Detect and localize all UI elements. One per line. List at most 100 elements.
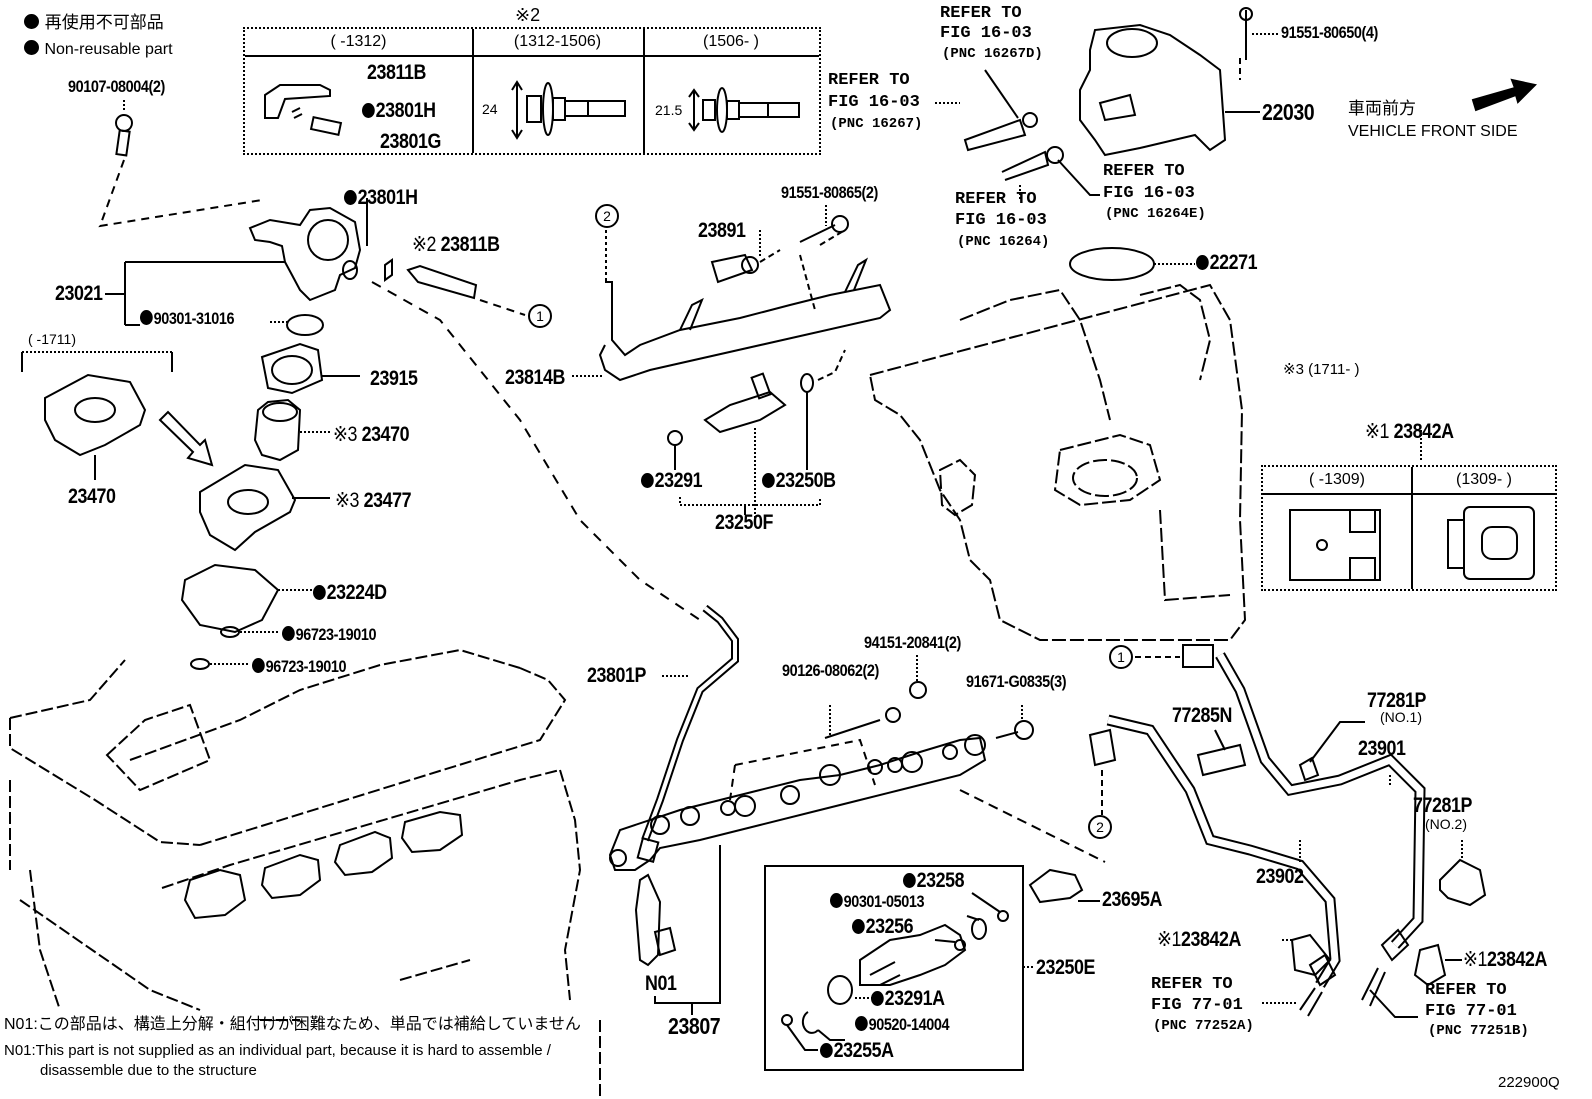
part-label-77281P-no1[interactable]: 77281P <box>1367 689 1426 712</box>
part-label-23842A-left[interactable]: ※123842A <box>1157 928 1242 951</box>
non-reusable-dot-icon <box>344 190 357 205</box>
ref-16264-line2: FIG 16-03 <box>955 211 1047 230</box>
ref-77252A-line1: REFER TO <box>1151 975 1233 994</box>
fuel-pump-23021 <box>105 198 526 336</box>
callout-1-hose: 1 <box>1109 645 1133 669</box>
part-label-23255A[interactable]: 23255A <box>820 1040 894 1061</box>
part-label-23801H[interactable]: 23801H <box>344 187 418 208</box>
table-part-drawings <box>264 80 800 140</box>
part-label-23258[interactable]: 23258 <box>903 870 965 891</box>
part-label-91551-80865[interactable]: 91551-80865(2) <box>781 183 878 202</box>
intake-manifold <box>868 283 1247 641</box>
part-label-23256[interactable]: 23256 <box>852 916 914 937</box>
part-label-23801G-table[interactable]: 23801G <box>380 130 441 153</box>
direction-en: VEHICLE FRONT SIDE <box>1348 123 1518 140</box>
part-label-22271[interactable]: 22271 <box>1196 252 1258 273</box>
part-label-23811B[interactable]: ※2 23811B <box>412 233 500 256</box>
part-label-N01[interactable]: N01 <box>645 972 677 995</box>
table-divider <box>1411 467 1413 589</box>
part-label-23814B[interactable]: 23814B <box>505 366 565 389</box>
part-label-23902[interactable]: 23902 <box>1256 865 1304 888</box>
ref-16264-line3: (PNC 16264) <box>957 234 1050 250</box>
fuel-rail-23807 <box>608 655 1106 1015</box>
non-reusable-dot-icon <box>24 14 39 29</box>
non-reusable-dot-icon <box>252 658 265 673</box>
bolt-90107 <box>98 100 263 228</box>
fitting-21.5-drawing <box>688 87 800 133</box>
range-note-1711: ( -1711) <box>28 331 76 347</box>
guide-line <box>371 281 701 621</box>
non-reusable-dot-icon <box>820 1043 833 1058</box>
adapter-23470-x3 <box>253 398 330 462</box>
connectors-23842A <box>1262 933 1462 1018</box>
part-label-90107-08004[interactable]: 90107-08004(2) <box>68 77 165 96</box>
legend-en: Non-reusable part <box>24 40 173 58</box>
part-label-96723-19010-b[interactable]: 96723-19010 <box>252 658 347 675</box>
ref-16267-line3: (PNC 16267) <box>830 116 923 132</box>
part-label-23224D[interactable]: 23224D <box>313 582 387 603</box>
part-label-23801H-table[interactable]: 23801H <box>362 100 436 121</box>
part-label-90301-05013[interactable]: 90301-05013 <box>830 893 925 910</box>
part-label-23291A[interactable]: 23291A <box>871 988 945 1009</box>
part-label-23021[interactable]: 23021 <box>55 282 103 305</box>
non-reusable-dot-icon <box>641 473 654 488</box>
ref-16267D-line1: REFER TO <box>940 4 1022 23</box>
fuel-hose-23902 <box>1088 714 1341 988</box>
part-label-91671-G0835[interactable]: 91671-G0835(3) <box>966 672 1067 691</box>
engine-block <box>9 648 601 1099</box>
adapter-23470-old <box>21 351 173 480</box>
clamp-77285N <box>1196 729 1247 777</box>
part-label-23250B[interactable]: 23250B <box>762 470 836 491</box>
ref-16267D-line3: (PNC 16267D) <box>942 46 1043 62</box>
part-label-91551-80650[interactable]: 91551-80650(4) <box>1281 23 1378 42</box>
table-col-header: (1309- ) <box>1455 471 1513 488</box>
part-label-23891[interactable]: 23891 <box>698 219 746 242</box>
part-label-23250F[interactable]: 23250F <box>715 511 773 534</box>
part-label-90301-31016[interactable]: 90301-31016 <box>140 310 235 327</box>
part-label-96723-19010-a[interactable]: 96723-19010 <box>282 626 377 643</box>
gasket-23915 <box>260 342 360 395</box>
non-reusable-dot-icon <box>24 40 39 55</box>
table-header-row <box>1263 467 1555 495</box>
part-label-90520-14004[interactable]: 90520-14004 <box>855 1016 950 1033</box>
non-reusable-dot-icon <box>762 473 775 488</box>
connector-variant-table: ( -1309) (1309- ) <box>1261 465 1557 591</box>
table-col-header: (1506- ) <box>702 33 760 50</box>
part-label-77285N[interactable]: 77285N <box>1172 704 1232 727</box>
part-label-23695A[interactable]: 23695A <box>1102 888 1162 911</box>
fuel-pipe-23801P <box>636 604 739 863</box>
part-label-23250E[interactable]: 23250E <box>1036 956 1095 979</box>
part-label-23901[interactable]: 23901 <box>1358 737 1406 760</box>
part-label-23477[interactable]: ※3 23477 <box>335 489 412 512</box>
ref-16264-line1: REFER TO <box>955 190 1037 209</box>
range-note-x3-1711: ※3 (1711- ) <box>1283 361 1360 378</box>
callout-2: 2 <box>595 204 619 228</box>
part-label-23811B-table[interactable]: 23811B <box>367 61 426 84</box>
non-reusable-dot-icon <box>362 103 375 118</box>
non-reusable-dot-icon <box>140 310 153 325</box>
fitting-24-drawing <box>511 80 626 140</box>
part-label-77281P-no2[interactable]: 77281P <box>1413 794 1472 817</box>
part-label-94151-20841[interactable]: 94151-20841(2) <box>864 633 961 652</box>
callout-1: 1 <box>528 304 552 328</box>
ref-16264E-line1: REFER TO <box>1103 162 1185 181</box>
part-label-23915[interactable]: 23915 <box>370 367 418 390</box>
part-label-22030[interactable]: 22030 <box>1262 99 1315 125</box>
part-label-23842A-right[interactable]: ※123842A <box>1463 948 1548 971</box>
part-label-23470[interactable]: 23470 <box>68 485 116 508</box>
arrow-replacement <box>158 410 214 467</box>
part-label-23801P[interactable]: 23801P <box>587 664 646 687</box>
part-label-23807[interactable]: 23807 <box>668 1013 721 1039</box>
part-label-23291[interactable]: 23291 <box>641 470 703 491</box>
ref-77251B-line2: FIG 77-01 <box>1425 1002 1517 1021</box>
part-label-90126-08062[interactable]: 90126-08062(2) <box>782 661 879 680</box>
table-col-header: (1312-1506) <box>513 33 602 50</box>
part-label-23470-x3[interactable]: ※3 23470 <box>333 423 410 446</box>
ref-16267-line2: FIG 16-03 <box>828 93 920 112</box>
non-reusable-dot-icon <box>313 585 326 600</box>
clip-77281P-no1 <box>1298 721 1365 782</box>
part-label-23842A-table[interactable]: ※1 23842A <box>1365 420 1454 443</box>
clip-77281P-no2 <box>1439 840 1487 907</box>
top-variant-table: ( -1312) (1312-1506) (1506- ) <box>243 27 821 155</box>
